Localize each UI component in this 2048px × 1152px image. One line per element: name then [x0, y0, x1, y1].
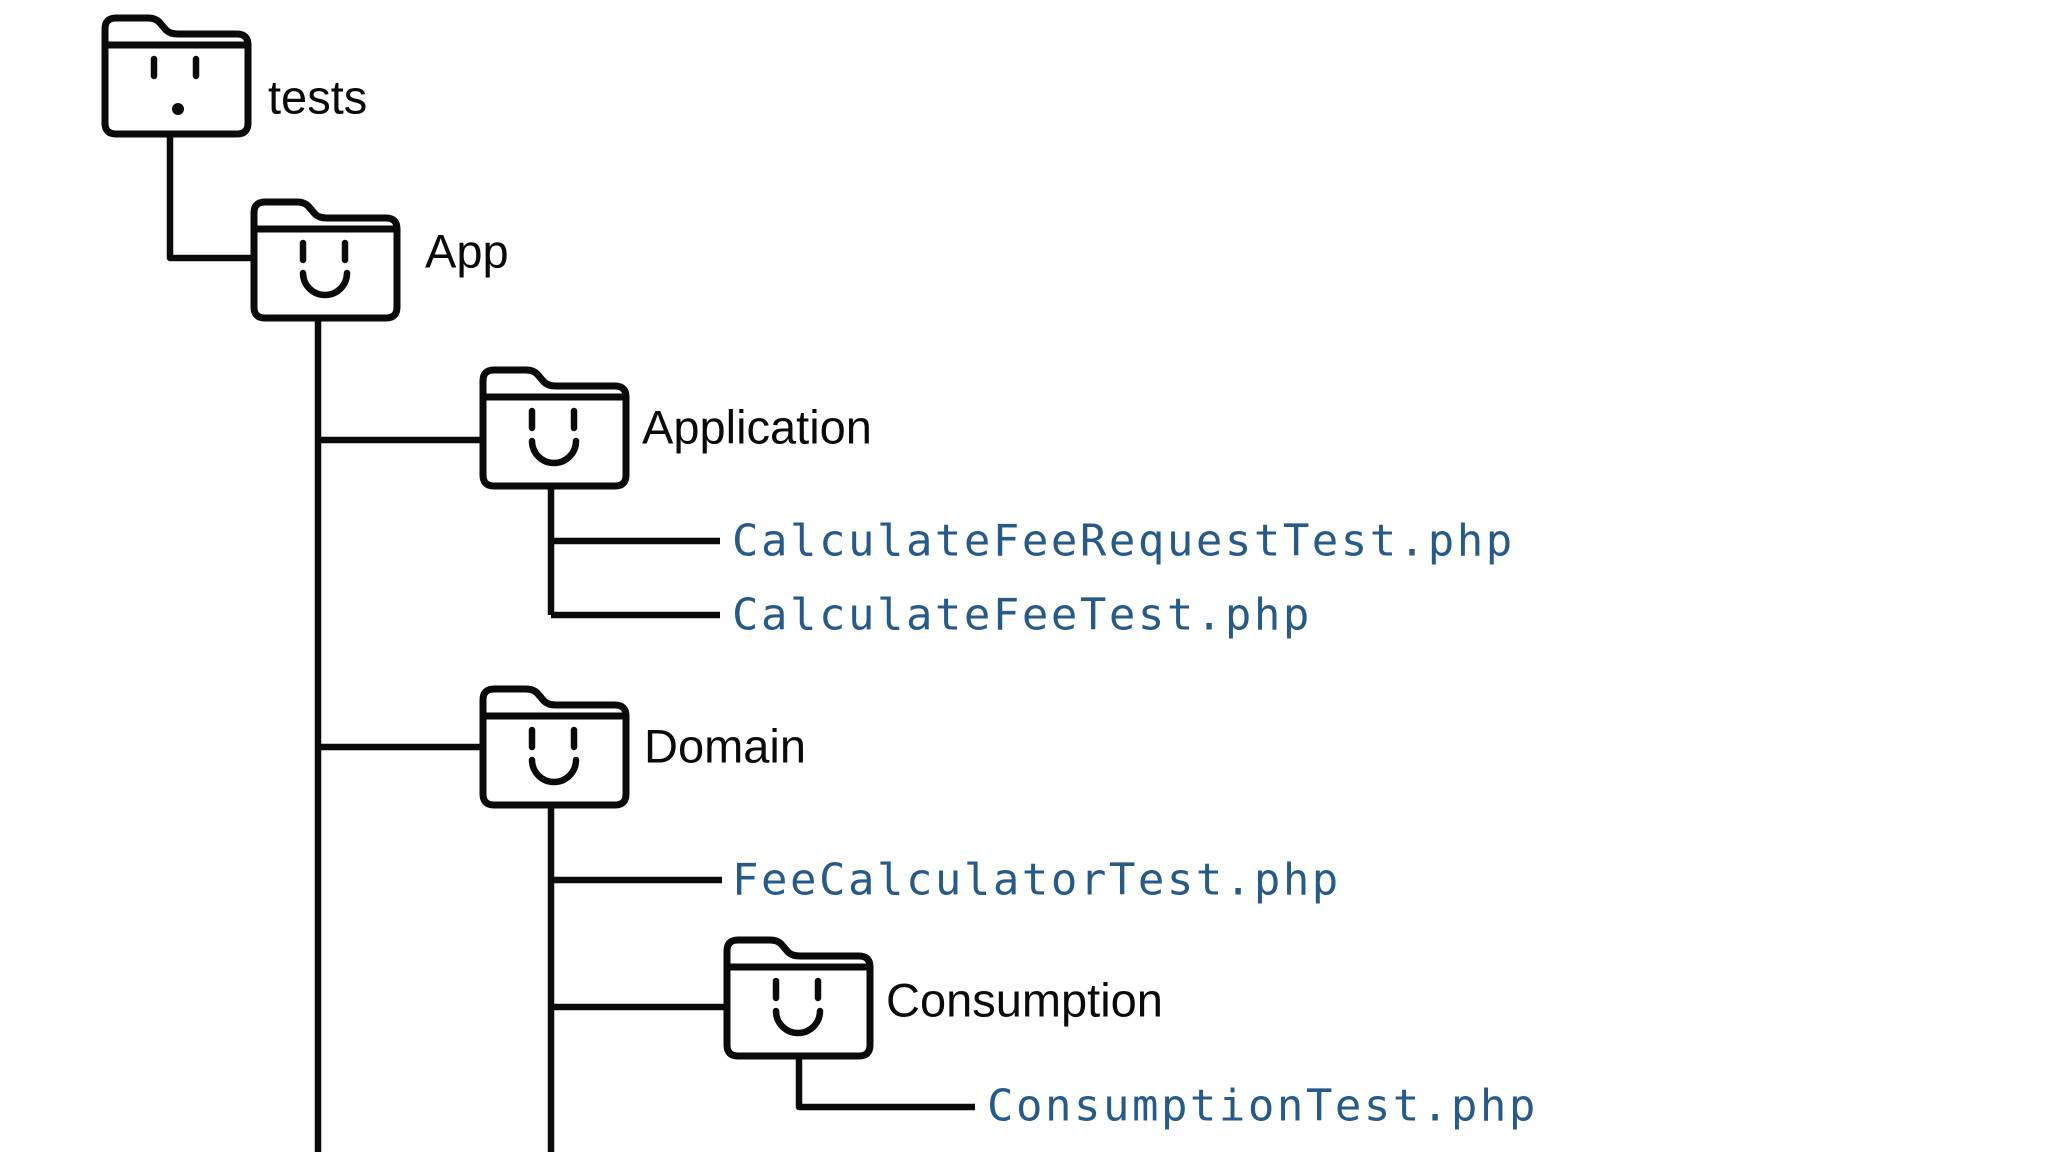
- file-name-fee-calculator-test: FeeCalculatorTest.php: [732, 855, 1341, 906]
- tree-connector-consumption-to-file: [795, 1056, 975, 1111]
- surprised-face-icon: [150, 55, 200, 115]
- folder-icon: [723, 936, 874, 1060]
- folder-icon: [101, 14, 252, 138]
- folder-label-consumption: Consumption: [886, 974, 1163, 1027]
- face-smile-mouth: [528, 756, 580, 786]
- face-smile-mouth: [299, 269, 351, 299]
- face-smile-mouth: [772, 1007, 824, 1037]
- smiley-face-icon: [528, 726, 580, 786]
- folder-node-app: [250, 198, 401, 322]
- folder-node-domain: [479, 685, 630, 809]
- folder-node-application: [479, 366, 630, 490]
- folder-label-application: Application: [642, 401, 872, 454]
- file-name-calculate-fee-request-test: CalculateFeeRequestTest.php: [732, 516, 1515, 567]
- face-smile-mouth: [528, 437, 580, 467]
- folder-node-tests: [101, 14, 252, 138]
- folder-label-app: App: [425, 225, 509, 278]
- folder-label-tests: tests: [268, 71, 367, 124]
- connector-layer: [166, 135, 975, 1152]
- folder-icon: [479, 685, 630, 809]
- file-layer: CalculateFeeRequestTest.phpCalculateFeeT…: [732, 516, 1538, 1132]
- folder-node-consumption: [723, 936, 874, 1060]
- folder-icon: [479, 366, 630, 490]
- tree-connector-tests-to-app: [166, 135, 252, 262]
- folder-label-domain: Domain: [644, 720, 806, 773]
- face-dot-mouth: [172, 103, 184, 115]
- smiley-face-icon: [528, 407, 580, 467]
- smiley-face-icon: [299, 239, 351, 299]
- folder-icon: [250, 198, 401, 322]
- file-name-calculate-fee-test: CalculateFeeTest.php: [732, 590, 1312, 641]
- file-name-consumption-test: ConsumptionTest.php: [987, 1081, 1538, 1132]
- smiley-face-icon: [772, 977, 824, 1037]
